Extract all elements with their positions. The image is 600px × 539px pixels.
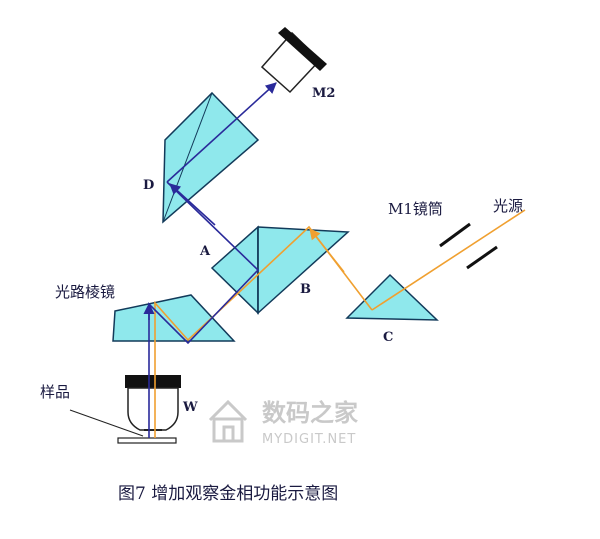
label-sample: 样品 [40, 383, 70, 401]
label-m2: M2 [312, 86, 335, 101]
label-d: D [143, 178, 154, 193]
beam-orange-arrow [309, 228, 345, 273]
watermark-brand: 数码之家 [262, 399, 358, 427]
sample-slide [69, 409, 177, 444]
m1-tube [439, 222, 498, 270]
label-a: A [199, 244, 211, 259]
mirror-m2 [260, 27, 327, 94]
beam-blue-arrow [169, 183, 216, 226]
label-c: C [383, 330, 393, 345]
watermark: 数码之家 MYDIGIT.NET [208, 399, 358, 447]
objective-w [125, 375, 181, 431]
prism-d-edge [162, 92, 213, 223]
watermark-house-icon [208, 399, 248, 443]
beam-blue [143, 82, 277, 438]
prism-ab [210, 225, 350, 315]
label-b: B [300, 282, 311, 297]
label-m1-tube: M1镜筒 [388, 200, 443, 218]
label-light-source: 光源 [493, 197, 523, 215]
prism-light-path [112, 294, 236, 342]
label-prism-path: 光路棱镜 [55, 283, 115, 301]
label-w: W [182, 400, 198, 415]
sample-pointer [69, 409, 144, 437]
figure-caption: 图7 增加观察金相功能示意图 [118, 484, 338, 504]
watermark-site: MYDIGIT.NET [262, 432, 356, 447]
